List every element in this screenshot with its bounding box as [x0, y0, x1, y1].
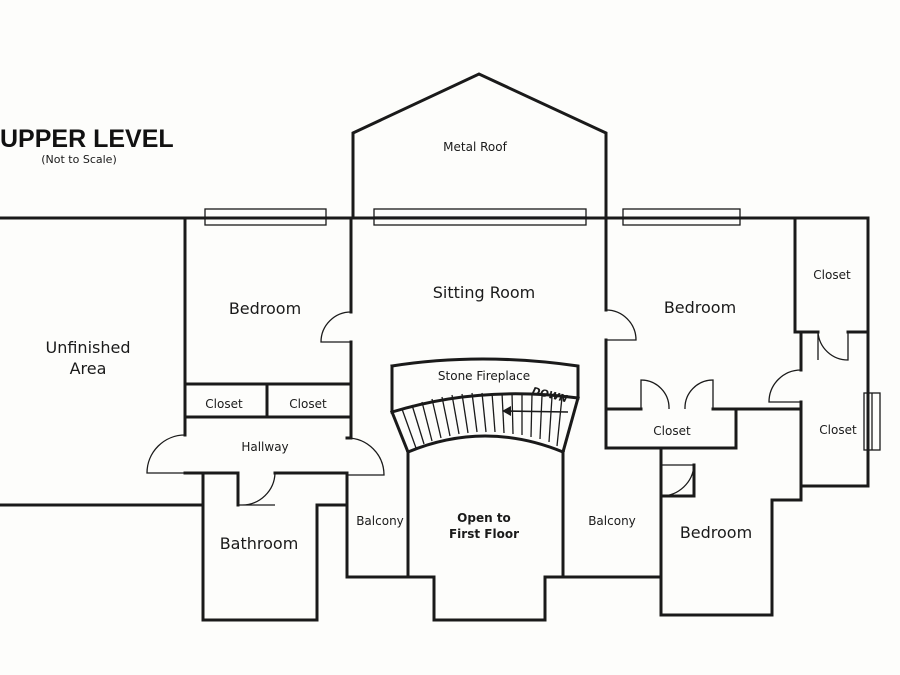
door-hallway-right — [346, 437, 385, 476]
door-bedroom-sitting — [320, 311, 352, 343]
room-label-closet-top-right: Closet — [813, 268, 851, 282]
room-label-bathroom: Bathroom — [220, 534, 299, 553]
room-label-bedroom-left: Bedroom — [229, 299, 301, 318]
stair-direction-arrow — [502, 406, 569, 416]
room-label-closet-left-b: Closet — [289, 397, 327, 411]
room-label-closet-left-a: Closet — [205, 397, 243, 411]
roof-gable — [351, 72, 608, 220]
door-hallway-left — [146, 434, 186, 474]
door-sitting-bedroom-right — [605, 309, 637, 341]
room-label-bedroom-right: Bedroom — [664, 298, 736, 317]
room-label-balcony-right: Balcony — [588, 514, 636, 528]
open-area-outline — [406, 450, 565, 622]
room-label-open-to: Open to — [457, 511, 511, 525]
plan-subtitle: (Not to Scale) — [41, 153, 117, 166]
fireplace-label: Stone Fireplace — [438, 369, 530, 383]
room-label-balcony-left: Balcony — [356, 514, 404, 528]
window-left — [204, 208, 327, 226]
room-label-unfinished-area: Area — [70, 359, 107, 378]
stair-treads — [401, 392, 563, 449]
stair-label: DOWN — [531, 386, 569, 406]
room-label-closet-mid-right: Closet — [653, 424, 691, 438]
door-closet-mid-right — [684, 379, 714, 410]
fireplace-top — [390, 357, 580, 400]
stair-right-edge — [561, 396, 580, 454]
room-label-hallway: Hallway — [241, 440, 288, 454]
room-label-bedroom-lower: Bedroom — [680, 523, 752, 542]
room-label-sitting-room: Sitting Room — [433, 283, 536, 302]
stair-left-edge — [390, 410, 410, 454]
door-closet-mid-left — [640, 379, 670, 410]
door-closet-far-right — [768, 369, 802, 403]
door-bedroom-lower — [660, 464, 695, 497]
roof-label: Metal Roof — [443, 140, 507, 154]
door-bathroom — [238, 472, 276, 506]
plan-title: UPPER LEVEL — [0, 125, 174, 153]
window-right — [622, 208, 741, 226]
room-label-closet-far-right: Closet — [819, 423, 857, 437]
door-closet-top-right — [817, 331, 849, 361]
stair-bottom-curve — [406, 434, 565, 454]
room-label-first-floor: First Floor — [449, 527, 519, 541]
room-label-unfinished: Unfinished — [46, 338, 131, 357]
